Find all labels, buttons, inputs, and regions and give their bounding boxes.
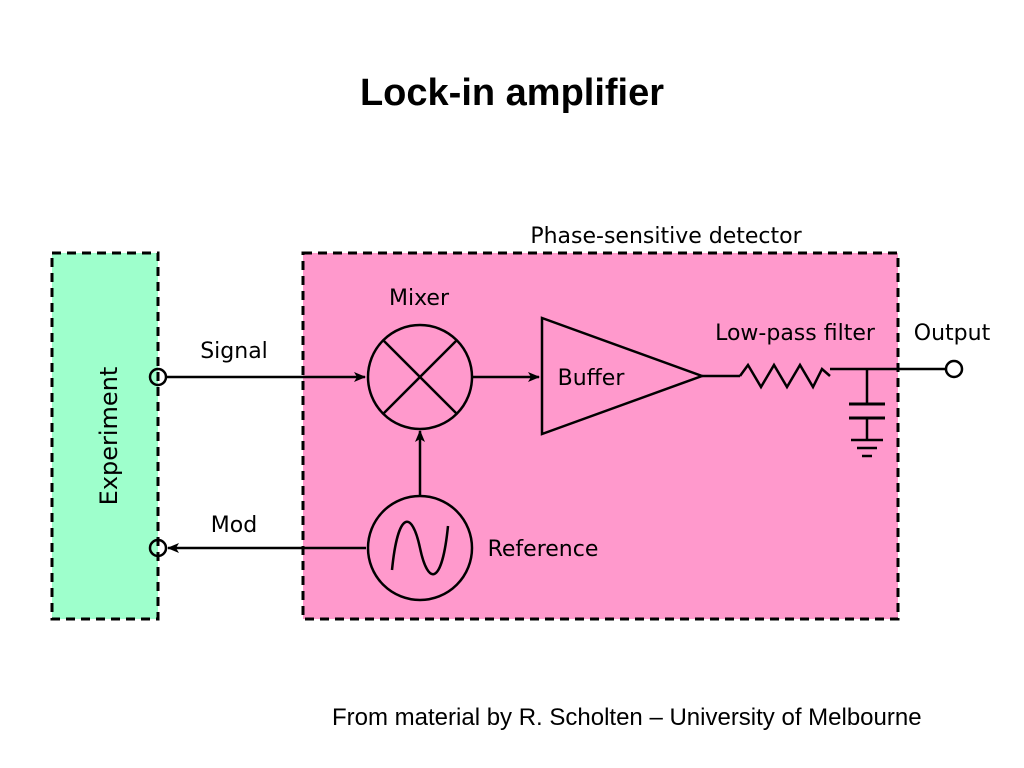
slide-title: Lock-in amplifier: [359, 72, 665, 114]
mod-label: Mod: [211, 513, 257, 538]
reference-label: Reference: [488, 537, 599, 562]
experiment-label: Experiment: [95, 367, 123, 506]
mixer-label: Mixer: [389, 286, 450, 311]
phase-sensitive-detector-box: [301, 251, 900, 621]
mod-terminal: [148, 538, 168, 558]
experiment-box: [50, 251, 160, 621]
ground-icon: [851, 438, 883, 458]
output-terminal: [944, 359, 964, 379]
triangle-amplifier-icon: [540, 316, 706, 436]
credit-line: From material by R. Scholten – Universit…: [332, 704, 922, 731]
output-label: Output: [914, 321, 991, 346]
signal-label: Signal: [200, 339, 268, 364]
detector-label: Phase-sensitive detector: [530, 224, 802, 249]
filter-label: Low-pass filter: [715, 321, 876, 346]
capacitor-icon: [849, 369, 885, 440]
zigzag-resistor-icon: [738, 362, 831, 390]
buffer-label: Buffer: [558, 366, 626, 391]
